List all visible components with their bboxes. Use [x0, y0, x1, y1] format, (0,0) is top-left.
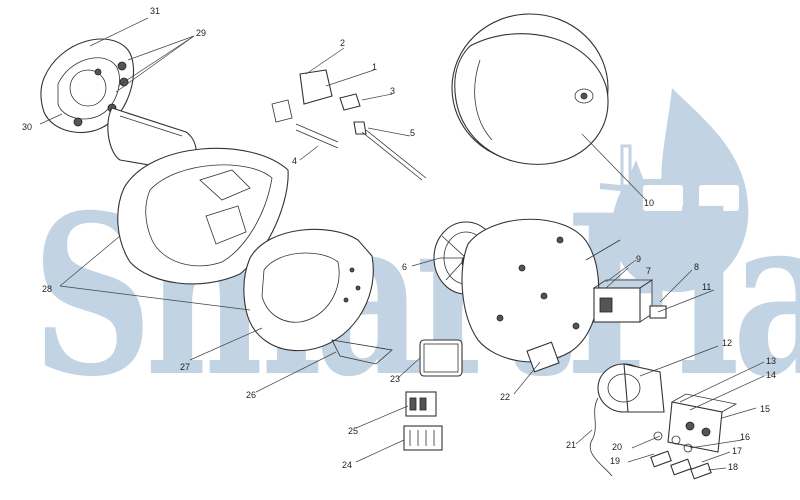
callout-3: 3 [390, 86, 396, 96]
callout-21: 21 [566, 440, 577, 450]
callout-19: 19 [610, 456, 621, 466]
callout-leaders [39, 17, 765, 471]
callout-10: 10 [644, 198, 655, 208]
callout-29: 29 [196, 28, 207, 38]
pump-motor [597, 363, 665, 413]
callout-17: 17 [732, 446, 743, 456]
callout-2: 2 [340, 38, 346, 48]
flange-plate [40, 38, 135, 133]
callout-26: 26 [246, 390, 257, 400]
air-cone [243, 228, 374, 352]
callout-13: 13 [766, 356, 777, 366]
callout-27: 27 [180, 362, 191, 372]
callout-12: 12 [722, 338, 733, 348]
callout-20: 20 [612, 442, 623, 452]
solenoid-cable [589, 397, 613, 477]
mounting-plate [461, 218, 600, 373]
terminal-block-top [405, 391, 437, 417]
callout-11: 11 [702, 282, 712, 292]
callout-18: 18 [728, 462, 739, 472]
terminal-block-bottom [403, 425, 443, 451]
callout-25: 25 [348, 426, 359, 436]
callout-15: 15 [760, 404, 771, 414]
callout-8: 8 [694, 262, 700, 272]
callout-7: 7 [646, 266, 652, 276]
electrode-group [271, 69, 427, 181]
callout-1: 1 [372, 62, 378, 72]
callout-22: 22 [500, 392, 511, 402]
capacitor [419, 339, 463, 377]
callout-9: 9 [636, 254, 642, 264]
callout-14: 14 [766, 370, 777, 380]
callout-4: 4 [292, 156, 298, 166]
callout-30: 30 [22, 122, 33, 132]
callout-16: 16 [740, 432, 751, 442]
fittings [650, 431, 712, 480]
gasket-strip [331, 339, 393, 365]
callout-28: 28 [42, 284, 53, 294]
pump-body [667, 393, 738, 453]
callout-5: 5 [410, 128, 416, 138]
callout-6: 6 [402, 262, 408, 272]
callout-23: 23 [390, 374, 401, 384]
callout-24: 24 [342, 460, 353, 470]
burner-cover [451, 13, 609, 165]
callout-31: 31 [150, 6, 161, 16]
